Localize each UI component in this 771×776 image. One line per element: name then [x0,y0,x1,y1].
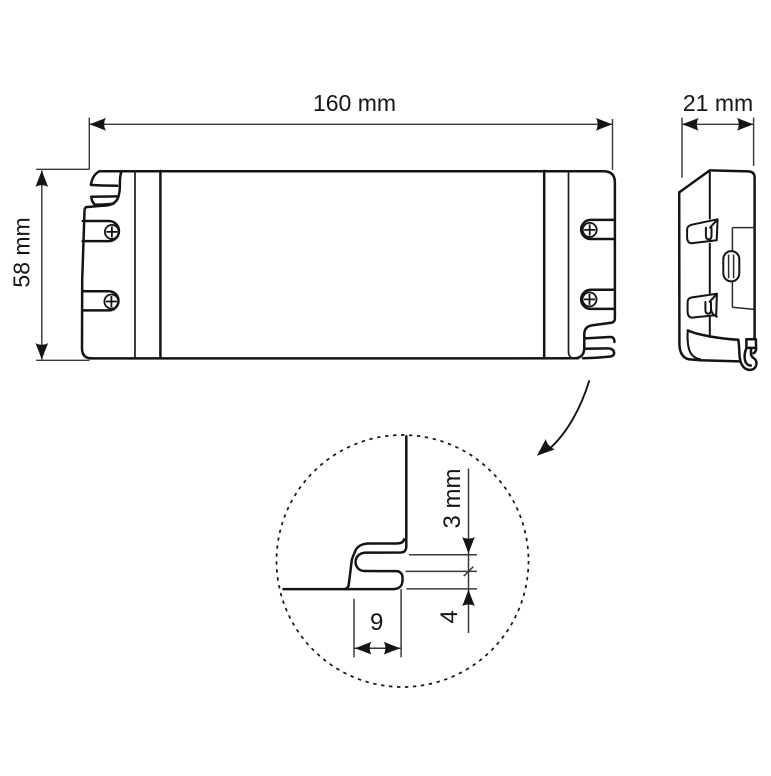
svg-text:58 mm: 58 mm [9,217,35,287]
svg-text:4: 4 [436,610,463,623]
svg-text:9: 9 [370,609,383,636]
svg-text:160 mm: 160 mm [313,90,396,116]
svg-text:21 mm: 21 mm [683,90,753,116]
svg-text:3 mm: 3 mm [439,469,466,529]
